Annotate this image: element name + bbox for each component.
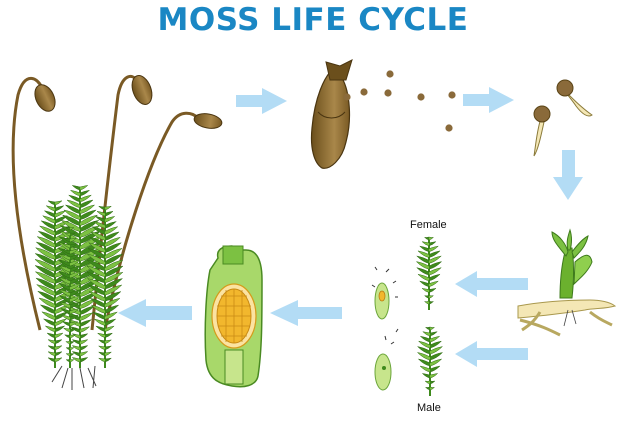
male-gametophyte-icon [416, 326, 444, 396]
male-label: Male [417, 402, 441, 414]
arrow-right-2 [463, 87, 514, 113]
female-label: Female [410, 219, 447, 231]
protonema-icon [517, 228, 617, 337]
arrow-left-bottom [455, 341, 528, 367]
spores-group [343, 70, 456, 132]
arrow-right-1 [236, 88, 287, 114]
arrow-down [553, 150, 583, 200]
moss-plant-with-capsules-icon [11, 74, 223, 390]
arrow-left-final [118, 299, 192, 327]
germinating-spore-icon [533, 79, 593, 157]
archegonium-icon [371, 266, 398, 320]
open-capsule-icon [310, 59, 353, 169]
arrow-left-middle [270, 300, 342, 326]
diagram-title: MOSS LIFE CYCLE [157, 2, 469, 38]
arrow-left-top [455, 271, 528, 297]
female-gametophyte-icon [415, 236, 443, 310]
sporophyte-section-icon [204, 245, 263, 388]
antheridium-icon [374, 328, 399, 391]
